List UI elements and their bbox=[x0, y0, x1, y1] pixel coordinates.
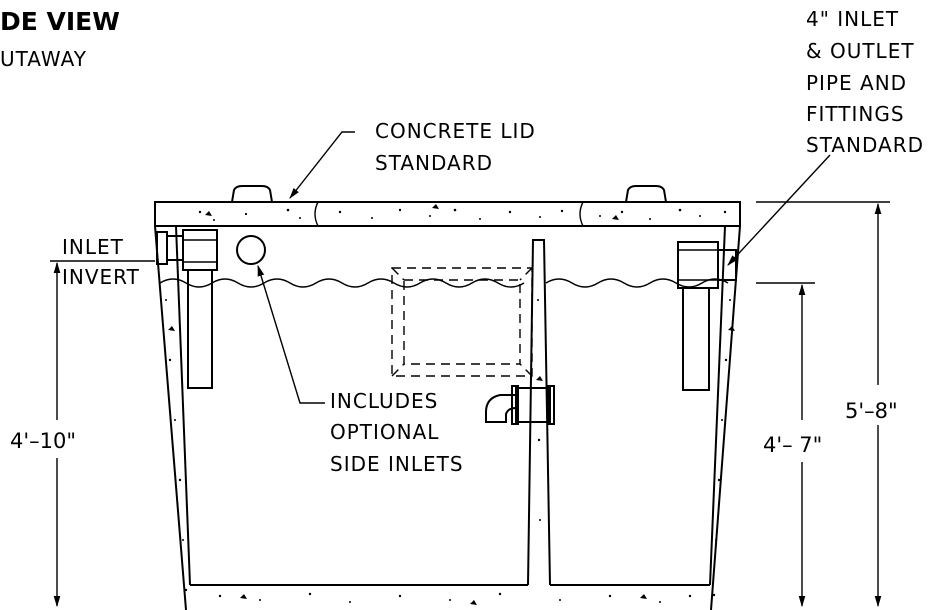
side-inlets-label: INCLUDES OPTIONAL SIDE INLETS bbox=[330, 389, 464, 476]
view-subtitle: UTAWAY bbox=[0, 47, 87, 71]
svg-text:4" INLET: 4" INLET bbox=[806, 7, 899, 31]
svg-text:INVERT: INVERT bbox=[62, 265, 140, 289]
inlet-outlet-label: 4" INLET & OUTLET PIPE AND FITTINGS STAN… bbox=[806, 7, 924, 157]
inlet-invert-label: INLET INVERT bbox=[50, 235, 155, 289]
tank-shell bbox=[154, 201, 741, 610]
concrete-texture bbox=[165, 204, 735, 605]
water-line bbox=[159, 278, 525, 288]
dimension-left: 4'–10" bbox=[10, 261, 76, 608]
lid-leader bbox=[289, 131, 355, 199]
inlet-pipe bbox=[156, 229, 218, 389]
svg-text:INCLUDES: INCLUDES bbox=[330, 389, 438, 413]
svg-text:FITTINGS: FITTINGS bbox=[806, 102, 905, 126]
side-inlet-leader bbox=[257, 264, 325, 404]
dimension-overall: 5'–8" bbox=[756, 201, 898, 608]
svg-text:INLET: INLET bbox=[62, 235, 124, 259]
optional-side-inlet bbox=[236, 235, 266, 265]
lid-handle-left bbox=[231, 185, 273, 203]
svg-text:STANDARD: STANDARD bbox=[806, 133, 924, 157]
svg-text:4'–10": 4'–10" bbox=[10, 429, 76, 453]
svg-text:CONCRETE LID: CONCRETE LID bbox=[375, 119, 536, 143]
outlet-leader bbox=[727, 154, 831, 266]
svg-text:5'–8": 5'–8" bbox=[845, 399, 898, 423]
lid-handle-right bbox=[625, 185, 667, 203]
svg-text:PIPE AND: PIPE AND bbox=[806, 71, 907, 95]
concrete-lid-label: CONCRETE LID STANDARD bbox=[375, 119, 536, 175]
baffle-wall bbox=[527, 239, 551, 586]
baffle-elbow-fitting bbox=[485, 385, 555, 425]
svg-text:SIDE INLETS: SIDE INLETS bbox=[330, 452, 464, 476]
svg-text:4'– 7": 4'– 7" bbox=[763, 433, 822, 457]
hidden-opening bbox=[391, 267, 533, 377]
outlet-pipe bbox=[677, 241, 737, 391]
dimension-inner: 4'– 7" bbox=[756, 282, 822, 608]
svg-text:OPTIONAL: OPTIONAL bbox=[330, 420, 439, 444]
view-title: DE VIEW bbox=[0, 7, 120, 36]
svg-text:STANDARD: STANDARD bbox=[375, 151, 493, 175]
svg-text:& OUTLET: & OUTLET bbox=[806, 39, 915, 63]
